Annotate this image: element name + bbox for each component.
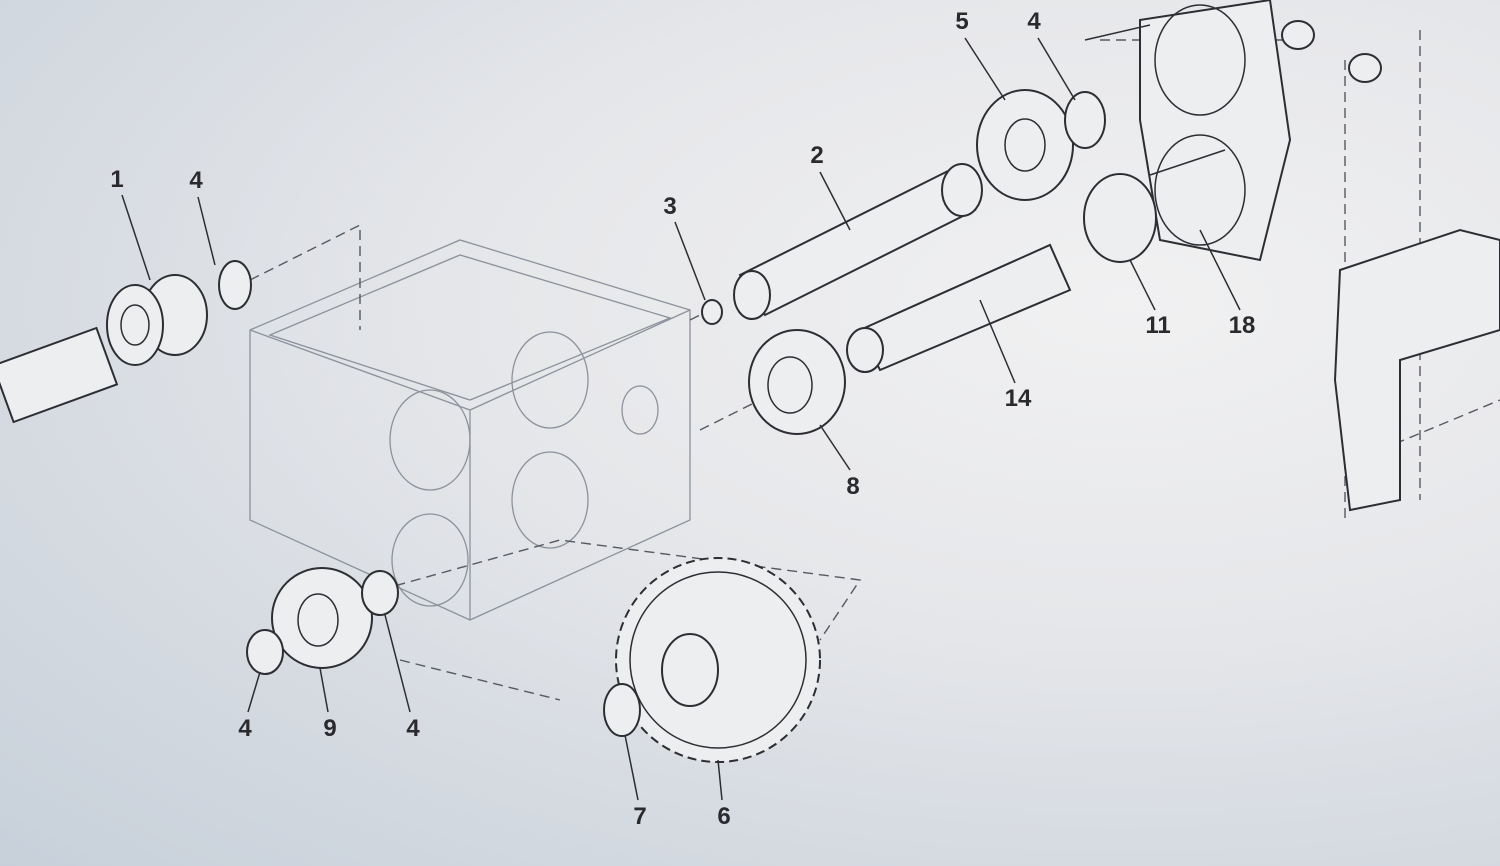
callout-4: 4 (189, 167, 203, 194)
callout-5: 5 (955, 8, 969, 35)
snap-ring-part-7 (603, 683, 641, 737)
gearbox-housing (249, 239, 691, 621)
bearing-part-5 (976, 89, 1074, 201)
callout-9: 9 (323, 715, 337, 742)
callout-4: 4 (238, 715, 252, 742)
callout-4: 4 (1027, 8, 1041, 35)
bearing-part-8 (748, 329, 846, 435)
shaft-part-2 (733, 163, 983, 320)
bushing (1281, 20, 1315, 50)
callout-14: 14 (1004, 385, 1032, 412)
cover-plate (1084, 0, 1292, 262)
callout-4: 4 (406, 715, 420, 742)
callout-6: 6 (717, 803, 731, 830)
callout-8: 8 (846, 473, 860, 500)
snap-ring-4c (246, 629, 284, 675)
callout-2: 2 (810, 142, 824, 169)
callout-18: 18 (1228, 312, 1256, 339)
callout-1: 1 (110, 166, 124, 193)
bracket (1333, 228, 1500, 512)
coupling-part-1 (0, 274, 208, 424)
bearing-part-9 (271, 567, 373, 669)
callout-7: 7 (633, 803, 647, 830)
callout-3: 3 (663, 193, 677, 220)
shaft-part-14 (846, 243, 1072, 373)
snap-ring-4d (361, 570, 399, 616)
callout-11: 11 (1145, 312, 1171, 339)
snap-ring-4b (1064, 91, 1106, 149)
gear-part-6 (615, 557, 821, 763)
seal-part-11 (1083, 173, 1157, 263)
pin-part-3 (701, 299, 723, 325)
bushing (1348, 53, 1382, 83)
callout-leaders (121, 37, 1241, 801)
snap-ring-4a (218, 260, 252, 310)
